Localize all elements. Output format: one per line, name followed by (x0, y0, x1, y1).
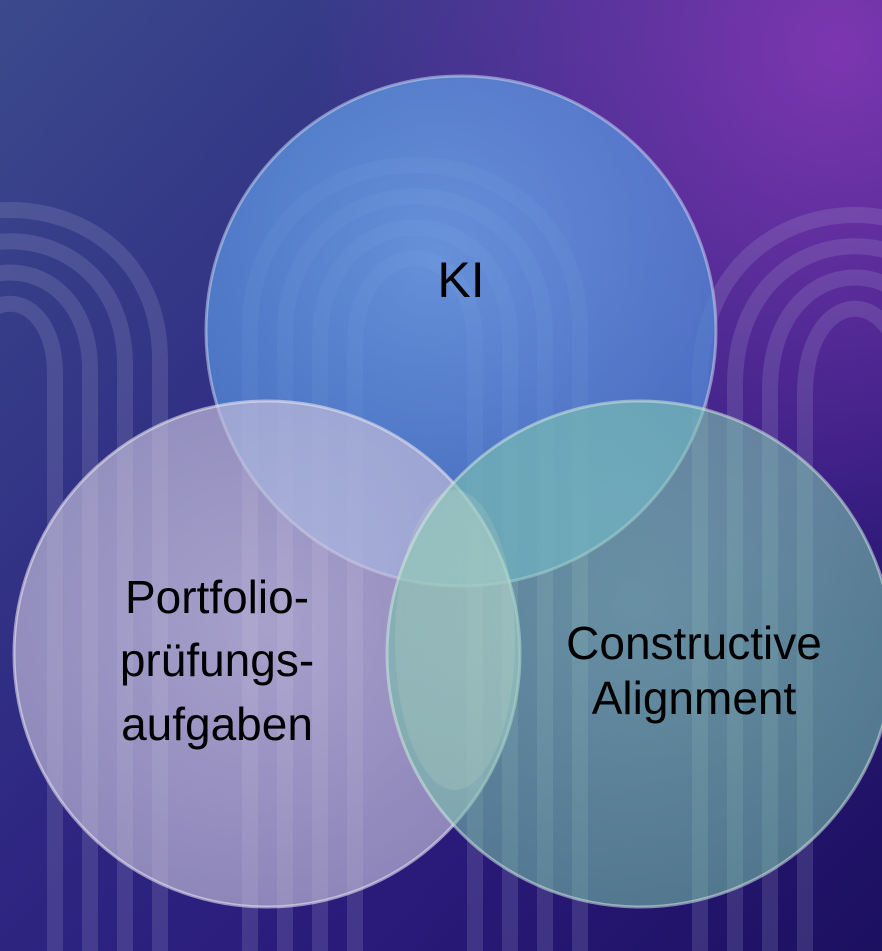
circle-constructive-alignment (385, 399, 882, 909)
label-ca-line-2: Alignment (591, 672, 797, 725)
overlap-highlight (395, 490, 515, 790)
label-ki: KI (437, 252, 485, 308)
label-portfolio-line-1: Portfolio- (124, 571, 310, 623)
label-ca-line-1: Constructive (566, 617, 822, 669)
label-constructive-alignment: Constructive Alignment (534, 616, 854, 726)
label-portfolio: Portfolio- prüfungs- aufgaben (67, 566, 367, 756)
label-portfolio-line-2: prüfungs- (119, 634, 315, 687)
label-portfolio-line-3: aufgaben (121, 697, 313, 750)
